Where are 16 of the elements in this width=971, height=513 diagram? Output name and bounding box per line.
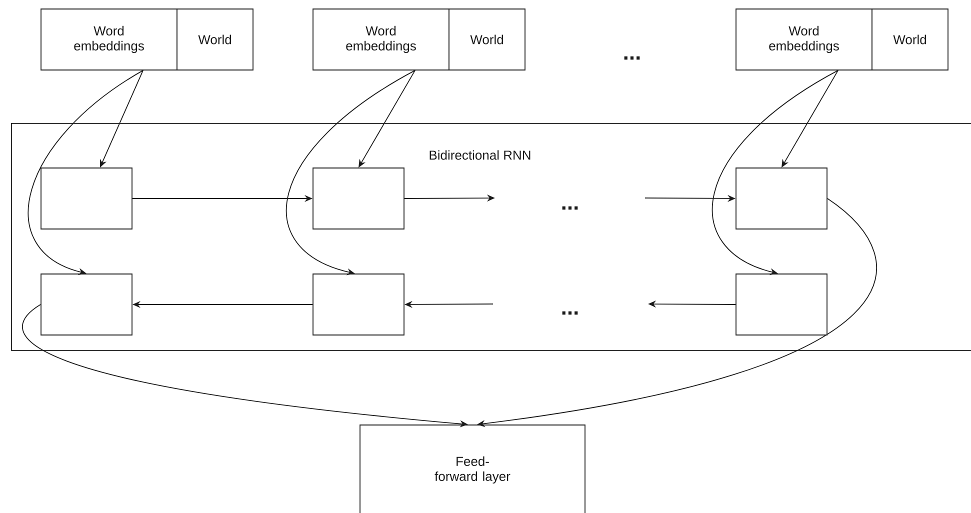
- world-box: World: [448, 8, 526, 70]
- rnn-cell: [736, 168, 828, 230]
- rnn-cell: [312, 168, 404, 230]
- world-box: World: [176, 8, 254, 70]
- embedding-box: Word embeddings: [736, 8, 872, 70]
- world-box: World: [872, 8, 948, 70]
- rnn-cell: [312, 274, 404, 336]
- ellipsis: ...: [562, 206, 578, 210]
- rnn-cell: [40, 168, 132, 230]
- layer-box: Feed-forward layer: [360, 424, 586, 513]
- embedding-box: Word embeddings: [40, 8, 178, 70]
- ellipsis: ...: [562, 311, 578, 315]
- rnn-cell: [736, 274, 828, 336]
- embedding-box: Word embeddings: [312, 8, 450, 70]
- rnn-cell: [40, 274, 132, 336]
- ellipsis: ...: [624, 56, 640, 60]
